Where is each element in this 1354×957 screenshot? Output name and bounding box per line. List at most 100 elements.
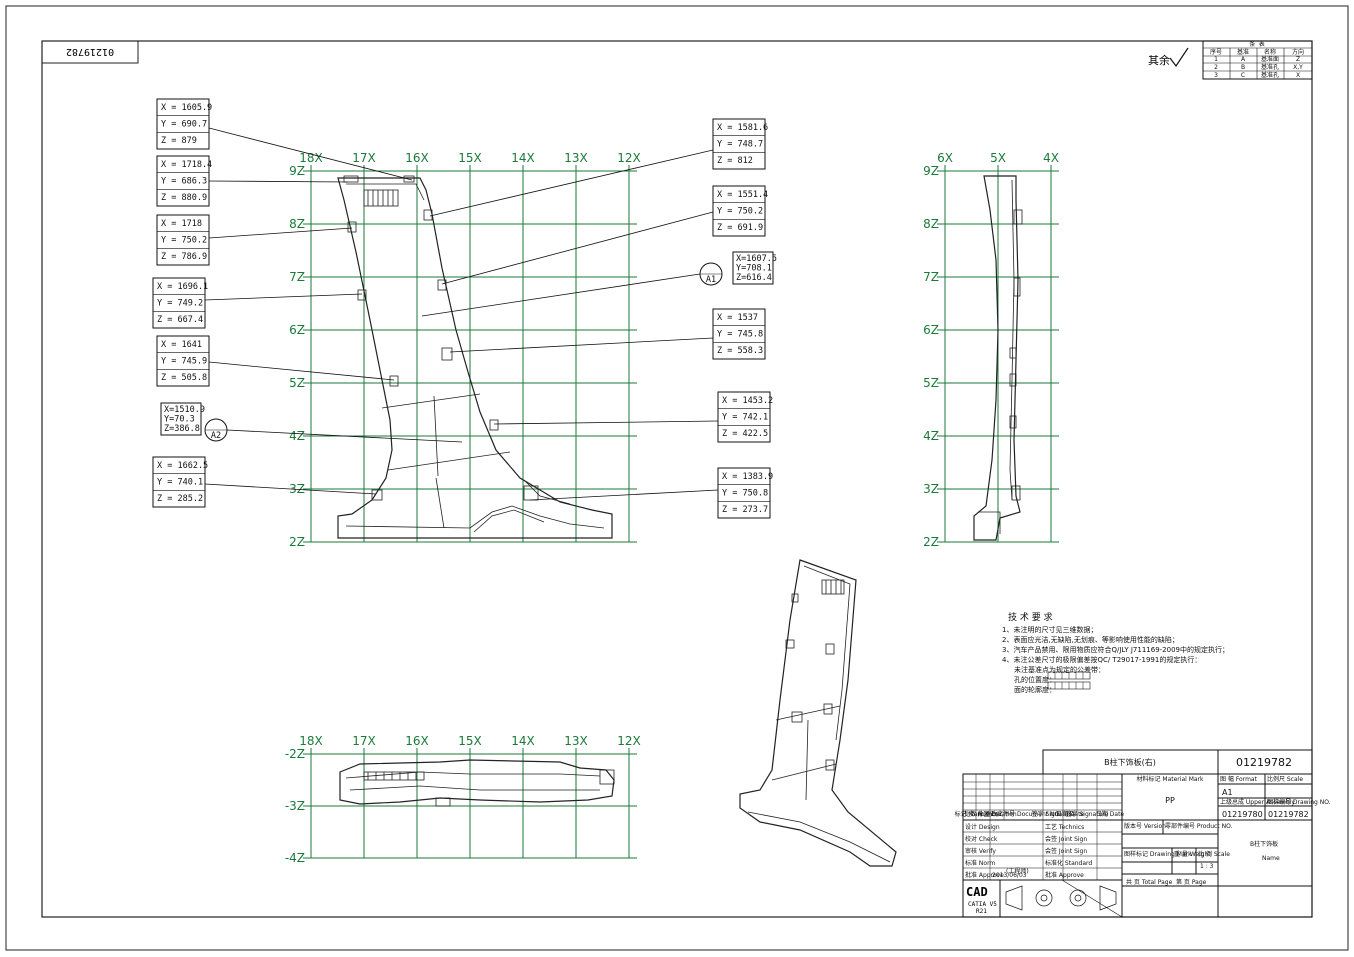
tolerance-frames [1047,671,1091,690]
scale-label: 比 例 Scale [1198,850,1230,858]
datum-box [160,402,202,436]
datum-leader [226,429,463,443]
grid-label-x: 14X [511,734,535,748]
callout-box [156,98,210,150]
datum-value: Z=386.8 [164,424,200,434]
format-value: A1 [1222,788,1233,797]
inner-border [41,40,1313,918]
drawing-mark-label: 图样标记 Drawing Mark [1124,850,1192,858]
cad-software: CATIA V5 [968,901,997,908]
coordinate-callout: X = 1718.4Y = 686.3Z = 880.9 [156,155,349,207]
grid-label-x: 14X [511,151,535,165]
coordinate-callout: X = 1453.2Y = 742.1Z = 422.5 [493,391,773,443]
grid-label-x: 15X [458,151,482,165]
callout-value: Y = 690.7 [161,120,207,130]
leader-line [493,420,719,425]
page-label: 第 页 Page [1176,878,1207,886]
callout-box [717,467,771,519]
callout-value: Y = 742.1 [722,413,768,423]
vent-grille [363,189,399,207]
callout-value: Y = 686.3 [161,177,207,187]
datum-value: X=1510.9 [164,405,205,415]
datum-value: Y=70.3 [164,415,195,425]
weight-label: 重 量 Weight [1174,850,1211,858]
bottom-view-part [339,759,615,807]
revision-header: 基准 [1237,48,1249,56]
grid-label-x: 12X [617,734,641,748]
revision-cell: 基准面 [1261,55,1279,63]
revision-table-title: 条 表 [1249,40,1265,48]
leader-line [208,227,353,239]
callout-value: Y = 750.2 [717,207,763,217]
revision-cell: X,Y [1293,64,1303,71]
grid-label-z: 8Z [289,217,305,231]
callout-value: Z = 505.8 [161,373,207,383]
datum-label: A2 [211,431,221,441]
datum-callout: A2 X=1510.9Y=70.3Z=386.8 [160,402,463,443]
coordinate-callout: X = 1551.4Y = 750.2Z = 691.9 [441,185,768,285]
grid-label-x: 16X [405,734,429,748]
outer-border [5,5,1349,951]
callout-box [156,335,210,387]
rotated-drawing-number: 01219782 [66,46,114,57]
material-label: 材料标记 Material Mark [1137,775,1205,783]
grid-label-z: 6Z [289,323,305,337]
role-label: 审核 Verify [965,847,996,855]
leader-line [429,149,714,217]
material-value: PP [1165,796,1175,805]
version-label: 版本号 Version [1124,822,1166,830]
coordinate-callout: X = 1696.1Y = 749.2Z = 667.4 [152,277,363,329]
leader-line [529,489,719,501]
datum-value: Z=616.4 [736,273,772,283]
revision-cell: 基准孔 [1261,63,1279,71]
datum-leader [421,273,701,317]
tech-requirements-title: 技 术 要 求 [1008,611,1053,623]
callout-value: Z = 667.4 [157,315,203,325]
leader-line [441,211,714,285]
role-label: 校对 Check [965,835,998,843]
total-page-label: 共 页 Total Page [1126,878,1173,886]
tech-requirement-line: 孔的位置度： [1014,675,1056,684]
title-part-name: B柱下饰板(右) [1104,757,1156,767]
designer-name: (工程师) [1006,867,1029,875]
grid-label-x: 15X [458,734,482,748]
callout-value: Z = 879 [161,136,197,146]
grid-label-z: -2Z [285,747,305,761]
role-label: 批准 Approve [965,871,1004,879]
coordinate-callout: X = 1581.6Y = 748.7Z = 812 [429,118,768,217]
rotated-number-box: 01219782 [41,40,139,64]
grid-label-z: 4Z [289,429,305,443]
cad-label: CAD [966,885,988,899]
leader-line [449,337,714,353]
revision-cell: 3 [1214,72,1218,79]
grid-label-z: 6Z [923,323,939,337]
callout-value: Z = 285.2 [157,494,203,504]
projection-symbol-icon [1005,879,1123,918]
callout-value: Y = 745.8 [717,330,763,340]
callout-value: Y = 750.2 [161,236,207,246]
role-label-right: 会签 Joint Sign [1045,835,1087,843]
grid-label-x: 17X [352,151,376,165]
leader-line [208,180,349,183]
revision-cell: 2 [1214,64,1218,71]
callout-value: Y = 749.2 [157,299,203,309]
callout-value: Z = 273.7 [722,505,768,515]
revision-column-header: 日期 Date [1056,810,1085,818]
leader-line [208,127,413,181]
drawing-no-value: 01219782 [1268,810,1309,819]
revision-cell: Z [1296,56,1300,63]
coordinate-callout: X = 1605.9Y = 690.7Z = 879 [156,98,413,181]
role-label: 标准 Norm [965,859,995,867]
callout-box [156,155,210,207]
callout-value: Z = 558.3 [717,346,763,356]
name-label: Name [1262,855,1280,862]
grid-label-x: 4X [1043,151,1059,165]
revision-column-header: 分区 Location [977,810,1016,818]
